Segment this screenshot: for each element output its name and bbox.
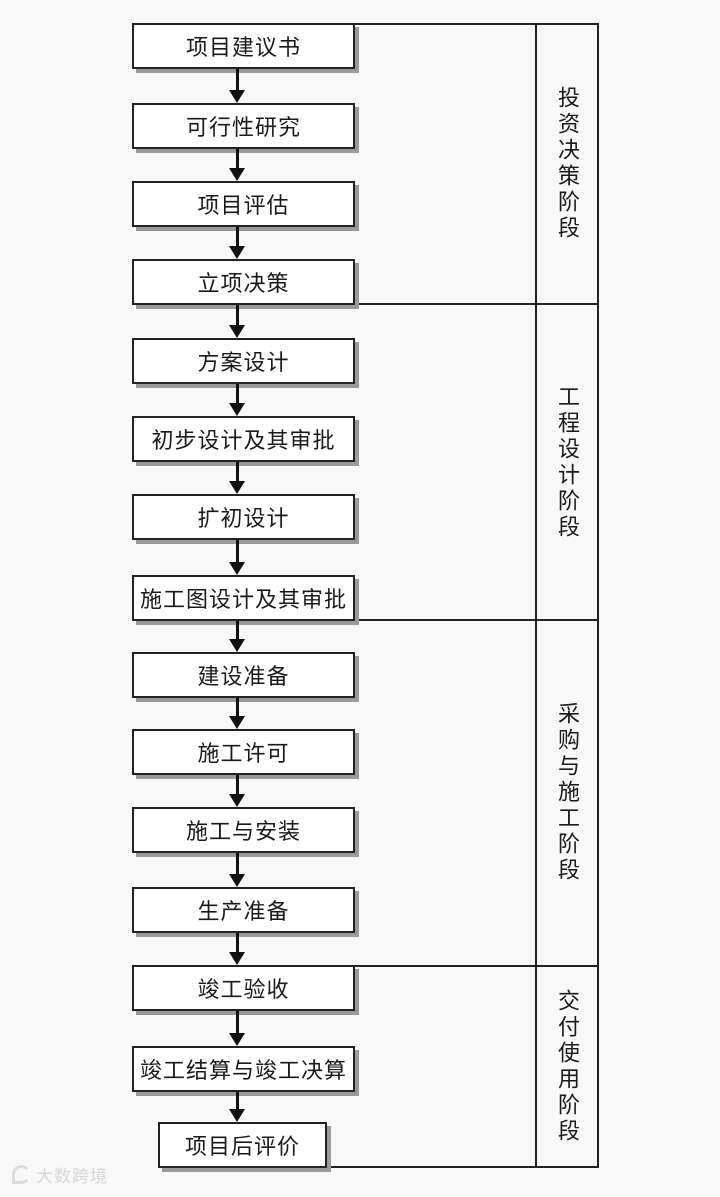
arrow-down-icon — [229, 621, 246, 652]
flow-step-construction-drawings: 施工图设计及其审批 — [132, 575, 355, 621]
arrow-down-icon — [229, 540, 246, 575]
phase-label-delivery-use: 交付使用阶段 — [555, 988, 580, 1145]
flow-step-scheme-design: 方案设计 — [132, 338, 355, 384]
phase-label-investment-decision: 投资决策阶段 — [555, 86, 580, 242]
arrow-down-icon — [229, 698, 246, 729]
arrow-down-icon — [229, 227, 246, 259]
flow-step-construction-permit: 施工许可 — [132, 729, 355, 775]
arrow-down-icon — [229, 1011, 246, 1046]
arrow-down-icon — [229, 384, 246, 416]
phase-label-procurement-construction: 采购与施工阶段 — [555, 702, 580, 884]
phase-divider-1 — [355, 303, 599, 305]
phase-divider-bottom — [327, 1166, 599, 1168]
flow-step-construction-prep: 建设准备 — [132, 652, 355, 698]
flow-step-project-proposal: 项目建议书 — [132, 23, 355, 69]
arrow-down-icon — [229, 149, 246, 181]
phase-label-engineering-design: 工程设计阶段 — [555, 385, 580, 541]
flow-step-completion-settlement: 竣工结算与竣工决算 — [132, 1046, 355, 1092]
flow-step-construction-install: 施工与安装 — [132, 807, 355, 853]
phase-divider-top — [355, 23, 599, 25]
arrow-down-icon — [229, 853, 246, 887]
watermark-logo-icon — [12, 1165, 31, 1184]
arrow-down-icon — [229, 305, 246, 338]
phase-column-left-line — [535, 23, 537, 1168]
arrow-down-icon — [229, 933, 246, 965]
phase-divider-3 — [355, 965, 599, 967]
arrow-down-icon — [229, 1092, 246, 1122]
flow-step-expanded-design: 扩初设计 — [132, 494, 355, 540]
flow-step-feasibility-study: 可行性研究 — [132, 103, 355, 149]
arrow-down-icon — [229, 462, 246, 494]
flow-step-post-evaluation: 项目后评价 — [158, 1122, 327, 1168]
watermark-text: 大数跨境 — [36, 1167, 108, 1186]
flow-step-production-prep: 生产准备 — [132, 887, 355, 933]
arrow-down-icon — [229, 775, 246, 807]
flow-step-project-evaluation: 项目评估 — [132, 181, 355, 227]
flow-step-preliminary-design: 初步设计及其审批 — [132, 416, 355, 462]
phase-divider-2 — [355, 619, 599, 621]
flow-step-approval-decision: 立项决策 — [132, 259, 355, 305]
phase-column-right-line — [597, 23, 599, 1168]
arrow-down-icon — [229, 69, 246, 103]
flow-step-completion-acceptance: 竣工验收 — [132, 965, 355, 1011]
watermark: 大数跨境 — [12, 1162, 108, 1187]
